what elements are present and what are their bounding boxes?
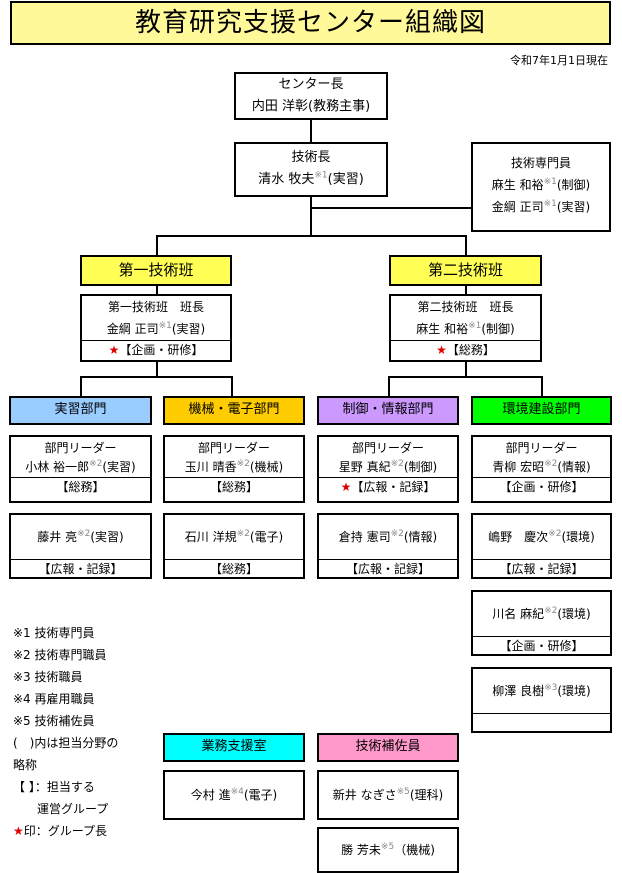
group2-leader-title: 第二技術班 班長 xyxy=(417,300,514,314)
dept-header-kankyo: 環境建設部門 xyxy=(471,396,612,425)
dept-leader-group: 【総務】 xyxy=(11,477,150,497)
connector xyxy=(541,376,543,396)
date-label: 令和7年1月1日現在 xyxy=(510,54,608,67)
connector xyxy=(310,196,312,236)
star-icon: ★ xyxy=(436,343,447,357)
dept-leader-name: 星野 真紀※2(制御) xyxy=(338,459,438,475)
member-name: 勝 芳未※5（機械) xyxy=(341,842,435,858)
dept-leader-name: 小林 裕一郎※2(実習) xyxy=(25,459,136,475)
assistant-member-card: 新井 なぎさ※5(理科) xyxy=(317,770,459,820)
member-group: 【広報・記録】 xyxy=(319,559,457,579)
member-name: 倉持 憲司※2(情報) xyxy=(338,529,438,545)
member-name: 藤井 亮※2(実習) xyxy=(37,529,124,545)
member-name: 川名 麻紀※2(環境) xyxy=(492,606,591,622)
legend: ※1 技術専門員 ※2 技術専門職員 ※3 技術職員 ※4 再雇用職員 ※5 技… xyxy=(13,622,158,842)
dept-leader-group: ★【広報・記録】 xyxy=(319,477,457,497)
connector xyxy=(80,376,232,378)
connector xyxy=(310,119,312,142)
connector xyxy=(156,361,158,377)
star-icon: ★ xyxy=(108,343,120,357)
connector xyxy=(156,285,158,295)
member-card: 川名 麻紀※2(環境) 【企画・研修】 xyxy=(471,590,612,656)
member-group: 【広報・記録】 xyxy=(11,559,150,579)
dept-leader-card: 部門リーダー 星野 真紀※2(制御) ★【広報・記録】 xyxy=(317,435,459,503)
dept-header-jisshu: 実習部門 xyxy=(9,396,152,425)
assistant-member-card: 勝 芳未※5（機械) xyxy=(317,827,459,873)
group2-label: 第二技術班 xyxy=(389,255,542,286)
member-card: 藤井 亮※2(実習) 【広報・記録】 xyxy=(9,513,152,579)
group1-label: 第一技術班 xyxy=(80,255,232,286)
member-card: 柳澤 良樹※3(環境) xyxy=(471,667,612,733)
connector xyxy=(388,376,390,396)
group1-leader-card: 第一技術班 班長 金綱 正司※1(実習) ★【企画・研修】 xyxy=(80,294,232,362)
legend-item: ( )内は担当分野の xyxy=(13,736,119,750)
dept-header-kikai: 機械・電子部門 xyxy=(163,396,305,425)
dept-header-seigyo: 制御・情報部門 xyxy=(317,396,459,425)
connector xyxy=(465,361,467,377)
page-title: 教育研究支援センター組織図 xyxy=(10,1,611,45)
specialist-member: 麻生 和裕※1(制御) xyxy=(491,177,591,193)
office-header: 業務支援室 xyxy=(163,733,305,762)
center-head-role: センター長 xyxy=(278,77,344,92)
legend-item: ※4 再雇用職員 xyxy=(13,692,95,706)
member-card: 石川 洋規※2(電子) 【総務】 xyxy=(163,513,305,579)
dept-leader-name: 玉川 晴香※2(機械) xyxy=(184,459,284,475)
member-card: 嶋野 慶次※2(環境) 【広報・記録】 xyxy=(471,513,612,579)
office-member-card: 今村 進※4(電子) xyxy=(163,770,305,820)
dept-leader-name: 青柳 宏昭※2(情報) xyxy=(492,459,591,475)
legend-item: 略称 xyxy=(13,758,38,772)
connector xyxy=(388,376,542,378)
tech-head-name-line: 清水 牧夫※1(実習) xyxy=(258,170,364,187)
group2-leader-card: 第二技術班 班長 麻生 和裕※1(制御) ★【総務】 xyxy=(389,294,542,362)
connector xyxy=(80,376,82,396)
group1-leader-title: 第一技術班 班長 xyxy=(107,300,204,314)
dept-leader-card: 部門リーダー 玉川 晴香※2(機械) 【総務】 xyxy=(163,435,305,503)
assistants-header: 技術補佐員 xyxy=(317,733,459,762)
member-group: 【広報・記録】 xyxy=(473,559,610,579)
member-name: 石川 洋規※2(電子) xyxy=(184,529,284,545)
connector xyxy=(156,235,158,255)
member-name: 今村 進※4(電子) xyxy=(190,787,278,803)
connector xyxy=(231,376,233,396)
dept-leader-title: 部門リーダー xyxy=(44,441,117,455)
center-head-name: 内田 洋彰(教務主事) xyxy=(251,99,371,114)
legend-item: ※1 技術専門員 xyxy=(13,626,95,640)
legend-item: 【 】：担当する xyxy=(13,780,95,794)
connector xyxy=(465,235,467,255)
specialists-title: 技術専門員 xyxy=(510,156,571,170)
group1-leader-name-line: 金綱 正司※1(実習) xyxy=(106,321,206,337)
tech-head-box: 技術長 清水 牧夫※1(実習) xyxy=(234,142,388,197)
legend-item: ※2 技術専門職員 xyxy=(13,648,107,662)
group2-leader-name-line: 麻生 和裕※1(制御) xyxy=(416,321,515,337)
dept-leader-title: 部門リーダー xyxy=(197,441,270,455)
specialists-box: 技術専門員 麻生 和裕※1(制御) 金綱 正司※1(実習) xyxy=(471,142,611,232)
star-icon: ★ xyxy=(13,824,24,838)
specialist-member: 金綱 正司※1(実習) xyxy=(491,199,591,215)
center-head-box: センター長 内田 洋彰(教務主事) xyxy=(234,72,388,120)
legend-item: ★印：グループ長 xyxy=(13,824,108,838)
member-group: 【総務】 xyxy=(165,559,303,579)
member-group xyxy=(473,713,610,732)
group1-group-line: ★【企画・研修】 xyxy=(82,340,230,360)
dept-leader-card: 部門リーダー 小林 裕一郎※2(実習) 【総務】 xyxy=(9,435,152,503)
dept-leader-title: 部門リーダー xyxy=(351,441,424,455)
connector xyxy=(310,207,471,209)
dept-leader-group: 【企画・研修】 xyxy=(473,477,610,497)
member-group: 【企画・研修】 xyxy=(473,636,610,656)
legend-item: 運営グループ xyxy=(13,802,109,816)
legend-item: ※3 技術職員 xyxy=(13,670,83,684)
member-name: 嶋野 慶次※2(環境) xyxy=(488,529,595,545)
star-icon: ★ xyxy=(340,480,352,494)
connector xyxy=(156,235,466,237)
connector xyxy=(465,285,467,295)
member-card: 倉持 憲司※2(情報) 【広報・記録】 xyxy=(317,513,459,579)
legend-item: ※5 技術補佐員 xyxy=(13,714,95,728)
group2-group-line: ★【総務】 xyxy=(391,340,540,360)
dept-leader-card: 部門リーダー 青柳 宏昭※2(情報) 【企画・研修】 xyxy=(471,435,612,503)
dept-leader-group: 【総務】 xyxy=(165,477,303,497)
member-name: 柳澤 良樹※3(環境) xyxy=(492,683,591,699)
member-name: 新井 なぎさ※5(理科) xyxy=(332,787,444,803)
tech-head-role: 技術長 xyxy=(291,150,331,165)
dept-leader-title: 部門リーダー xyxy=(505,441,578,455)
